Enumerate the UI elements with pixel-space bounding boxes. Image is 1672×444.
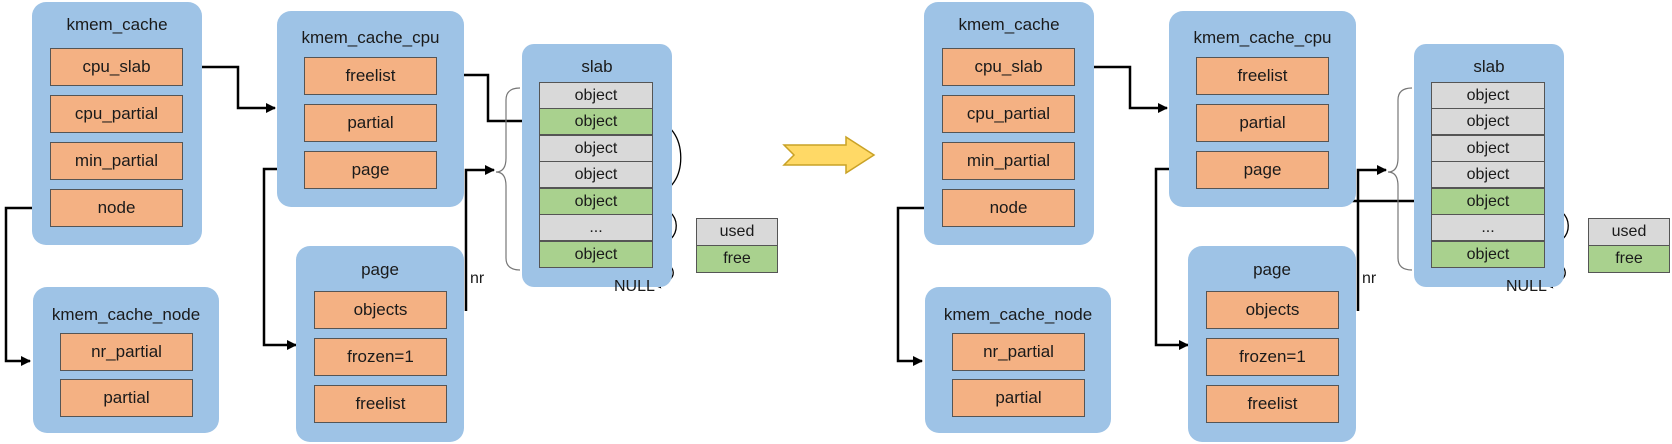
wire-cpu-slab <box>183 65 276 113</box>
field-frozen: frozen=1 <box>314 338 447 376</box>
nr-label: nr <box>470 270 485 287</box>
field-page: page <box>1196 151 1329 189</box>
wire-cpu-slab <box>1075 65 1168 113</box>
slab-row: object <box>1431 161 1545 188</box>
slab-row: object <box>539 135 653 162</box>
kmem-cache-node-title: kmem_cache_node <box>51 305 201 324</box>
kmem-cache-box: kmem_cache cpu_slab cpu_partial min_part… <box>924 2 1094 245</box>
field-objects: objects <box>1206 291 1339 329</box>
kmem-cache-cpu-box: kmem_cache_cpu freelist partial page <box>1169 11 1356 207</box>
legend-free: free <box>1588 245 1670 273</box>
legend-used: used <box>1588 218 1670 246</box>
slab-box: slab object object object object object … <box>522 44 672 287</box>
legend-used: used <box>696 218 778 246</box>
kmem-cache-cpu-title: kmem_cache_cpu <box>1193 28 1332 47</box>
field-page-freelist: freelist <box>314 385 447 423</box>
page-box: page objects frozen=1 freelist <box>1188 246 1356 442</box>
field-nr-partial: nr_partial <box>60 333 193 371</box>
field-page-freelist: freelist <box>1206 385 1339 423</box>
field-min-partial: min_partial <box>942 142 1075 180</box>
slab-row: object <box>539 241 653 268</box>
kmem-cache-title: kmem_cache <box>66 15 168 34</box>
kmem-cache-node-title: kmem_cache_node <box>943 305 1093 324</box>
slab-box: slab object object object object object … <box>1414 44 1564 287</box>
slab-row: object <box>1431 108 1545 135</box>
wire-objects <box>464 165 495 311</box>
slab-row: object <box>1431 135 1545 162</box>
page-title: page <box>361 260 399 279</box>
kmem-cache-title: kmem_cache <box>958 15 1060 34</box>
field-freelist: freelist <box>304 57 437 95</box>
null-label: NULL <box>1506 278 1547 295</box>
panel-after: kmem_cache cpu_slab cpu_partial min_part… <box>892 0 1672 444</box>
slab-row: object <box>539 161 653 188</box>
transition-arrow-shape <box>782 135 876 175</box>
slab-title: slab <box>1473 57 1505 76</box>
transition-arrow <box>782 135 876 175</box>
slab-row: object <box>539 82 653 109</box>
field-node: node <box>50 189 183 227</box>
field-node-partial: partial <box>60 379 193 417</box>
nr-label: nr <box>1362 270 1377 287</box>
legend-free: free <box>696 245 778 273</box>
panel-before: kmem_cache cpu_slab cpu_partial min_part… <box>4 2 778 442</box>
slab-brace <box>495 87 521 271</box>
slab-row: object <box>539 108 653 135</box>
page-title: page <box>1253 260 1291 279</box>
slab-row: ... <box>1431 214 1545 241</box>
slab-row: object <box>539 188 653 215</box>
kmem-cache-box: kmem_cache cpu_slab cpu_partial min_part… <box>32 2 202 245</box>
wire-node <box>4 206 50 366</box>
field-objects: objects <box>314 291 447 329</box>
field-partial: partial <box>1196 104 1329 142</box>
kmem-cache-node-box: kmem_cache_node nr_partial partial <box>925 287 1111 433</box>
slab-row: object <box>1431 241 1545 268</box>
slab-row: object <box>1431 82 1545 109</box>
field-frozen: frozen=1 <box>1206 338 1339 376</box>
field-freelist: freelist <box>1196 57 1329 95</box>
wire-node <box>896 206 942 366</box>
field-nr-partial: nr_partial <box>952 333 1085 371</box>
field-node: node <box>942 189 1075 227</box>
slab-row: object <box>1431 188 1545 215</box>
slab-brace <box>1387 87 1413 271</box>
field-cpu-partial: cpu_partial <box>50 95 183 133</box>
field-page: page <box>304 151 437 189</box>
slab-title: slab <box>581 57 613 76</box>
field-min-partial: min_partial <box>50 142 183 180</box>
null-label: NULL <box>614 278 655 295</box>
kmem-cache-cpu-title: kmem_cache_cpu <box>301 28 440 47</box>
kmem-cache-node-box: kmem_cache_node nr_partial partial <box>33 287 219 433</box>
field-cpu-slab: cpu_slab <box>942 48 1075 86</box>
wire-objects <box>1356 165 1387 311</box>
field-node-partial: partial <box>952 379 1085 417</box>
page-box: page objects frozen=1 freelist <box>296 246 464 442</box>
field-partial: partial <box>304 104 437 142</box>
kmem-cache-cpu-box: kmem_cache_cpu freelist partial page <box>277 11 464 207</box>
field-cpu-slab: cpu_slab <box>50 48 183 86</box>
slab-row: ... <box>539 214 653 241</box>
field-cpu-partial: cpu_partial <box>942 95 1075 133</box>
